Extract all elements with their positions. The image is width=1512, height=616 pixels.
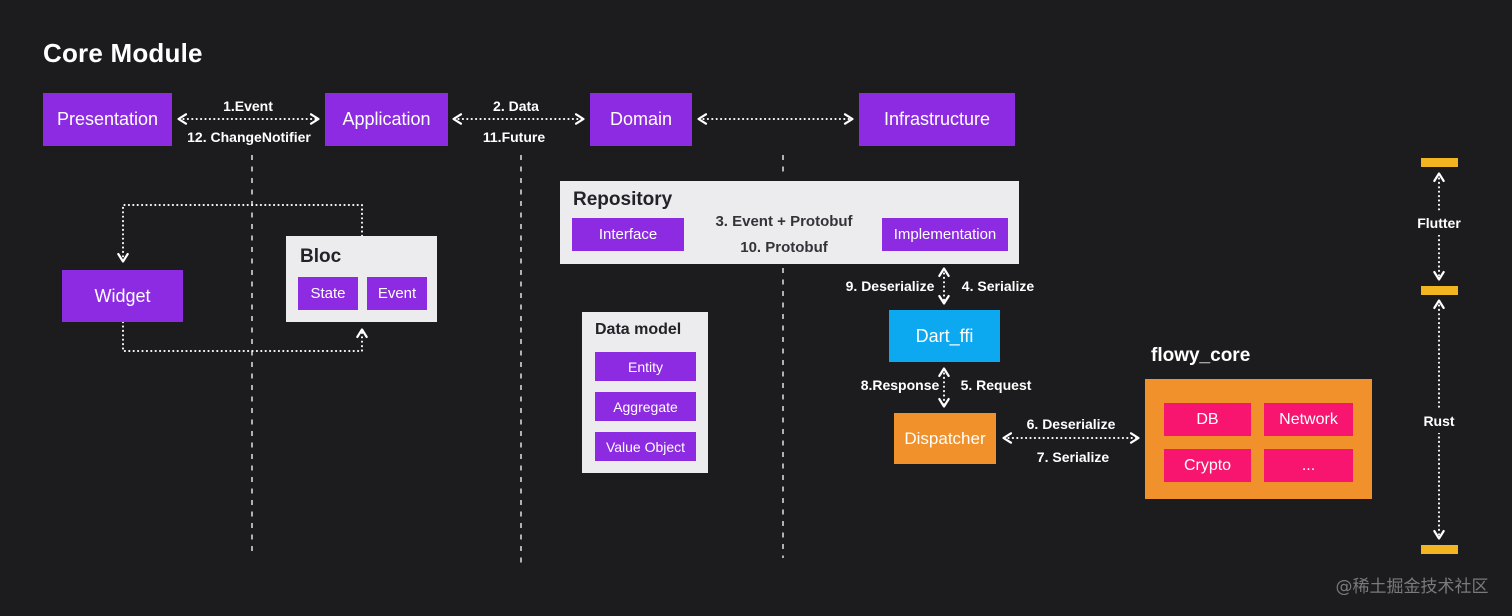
bloc-state-box: State bbox=[298, 277, 358, 310]
data-model-entity-box: Entity bbox=[595, 352, 696, 381]
flowy-core-db-box: DB bbox=[1164, 403, 1251, 436]
flow-label-3-event-protobuf: 3. Event + Protobuf bbox=[715, 213, 853, 230]
repository-title: Repository bbox=[573, 189, 673, 210]
watermark: @稀土掘金技术社区 bbox=[1335, 577, 1489, 597]
flow-label-1-event: 1.Event bbox=[223, 98, 273, 114]
flow-label-2-data: 2. Data bbox=[493, 98, 539, 114]
bloc-event-box: Event bbox=[367, 277, 427, 310]
platform-divider-bar-bottom bbox=[1421, 545, 1458, 554]
platform-label-rust: Rust bbox=[1421, 409, 1457, 433]
repository-implementation-box: Implementation bbox=[882, 218, 1008, 251]
flow-label-6-deserialize: 6. Deserialize bbox=[1026, 416, 1116, 432]
data-model-title: Data model bbox=[595, 321, 682, 338]
data-model-aggregate-box: Aggregate bbox=[595, 392, 696, 421]
bloc-title: Bloc bbox=[300, 246, 342, 267]
platform-divider-bar-top bbox=[1421, 158, 1458, 167]
data-model-value-object-box: Value Object bbox=[595, 432, 696, 461]
flow-label-7-serialize: 7. Serialize bbox=[1036, 449, 1110, 465]
flow-label-8-response: 8.Response bbox=[860, 377, 940, 393]
dispatcher-box: Dispatcher bbox=[894, 413, 996, 464]
flow-label-5-request: 5. Request bbox=[960, 377, 1032, 393]
connector-widget-to-bloc bbox=[122, 321, 368, 352]
repository-interface-box: Interface bbox=[572, 218, 684, 251]
flow-label-4-serialize: 4. Serialize bbox=[961, 278, 1035, 294]
flow-label-12-changenotifier: 12. ChangeNotifier bbox=[187, 129, 311, 145]
widget-box: Widget bbox=[62, 270, 183, 322]
flowy-core-title: flowy_core bbox=[1151, 345, 1251, 366]
layer-box-infrastructure: Infrastructure bbox=[859, 93, 1015, 146]
platform-label-flutter: Flutter bbox=[1415, 211, 1463, 235]
layer-box-domain: Domain bbox=[590, 93, 692, 146]
flowy-core-crypto-box: Crypto bbox=[1164, 449, 1251, 482]
flowy-core-more-box: ... bbox=[1264, 449, 1353, 482]
flowy-core-network-box: Network bbox=[1264, 403, 1353, 436]
page-title: Core Module bbox=[43, 38, 203, 68]
flow-label-10-protobuf: 10. Protobuf bbox=[740, 239, 828, 256]
layer-box-application: Application bbox=[325, 93, 448, 146]
flow-label-11-future: 11.Future bbox=[482, 129, 546, 145]
layer-box-presentation: Presentation bbox=[43, 93, 172, 146]
flow-label-9-deserialize: 9. Deserialize bbox=[845, 278, 935, 294]
platform-divider-bar-middle bbox=[1421, 286, 1458, 295]
dart-ffi-box: Dart_ffi bbox=[889, 310, 1000, 362]
